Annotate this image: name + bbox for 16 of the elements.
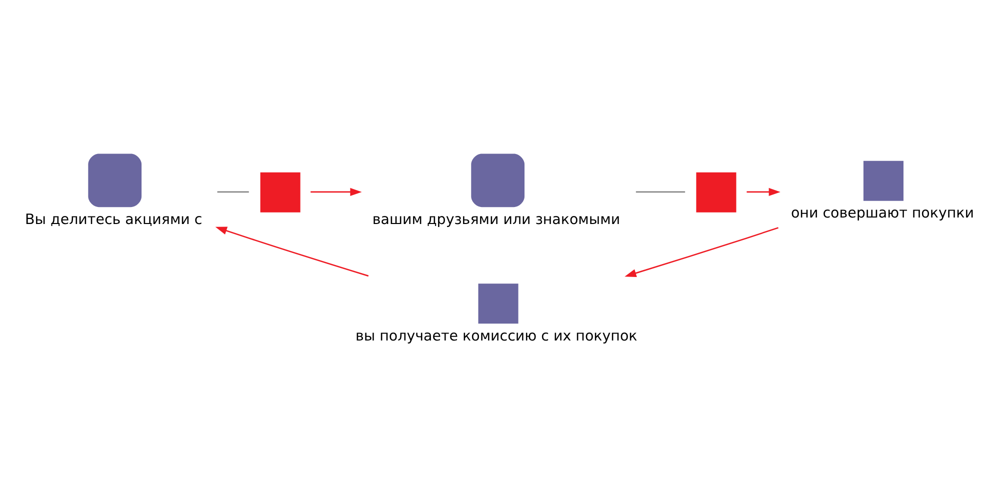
node-label: они совершают покупки [790,206,974,222]
node-box [478,284,518,324]
node-label: вы получаете комиссию с их покупок [354,328,637,344]
node-label: вашим друзьями или знакомыми [372,212,620,228]
arrow [310,188,362,196]
node-box [696,172,736,212]
node-box [862,160,903,201]
connector [635,191,685,193]
node-label: Вы делитесь акциями с [24,212,202,228]
arrow [214,226,368,277]
node-person [88,154,142,208]
arrow [746,188,780,196]
node-box [260,172,300,212]
connector [216,191,248,193]
node-person [470,154,524,208]
arrow [624,227,778,278]
